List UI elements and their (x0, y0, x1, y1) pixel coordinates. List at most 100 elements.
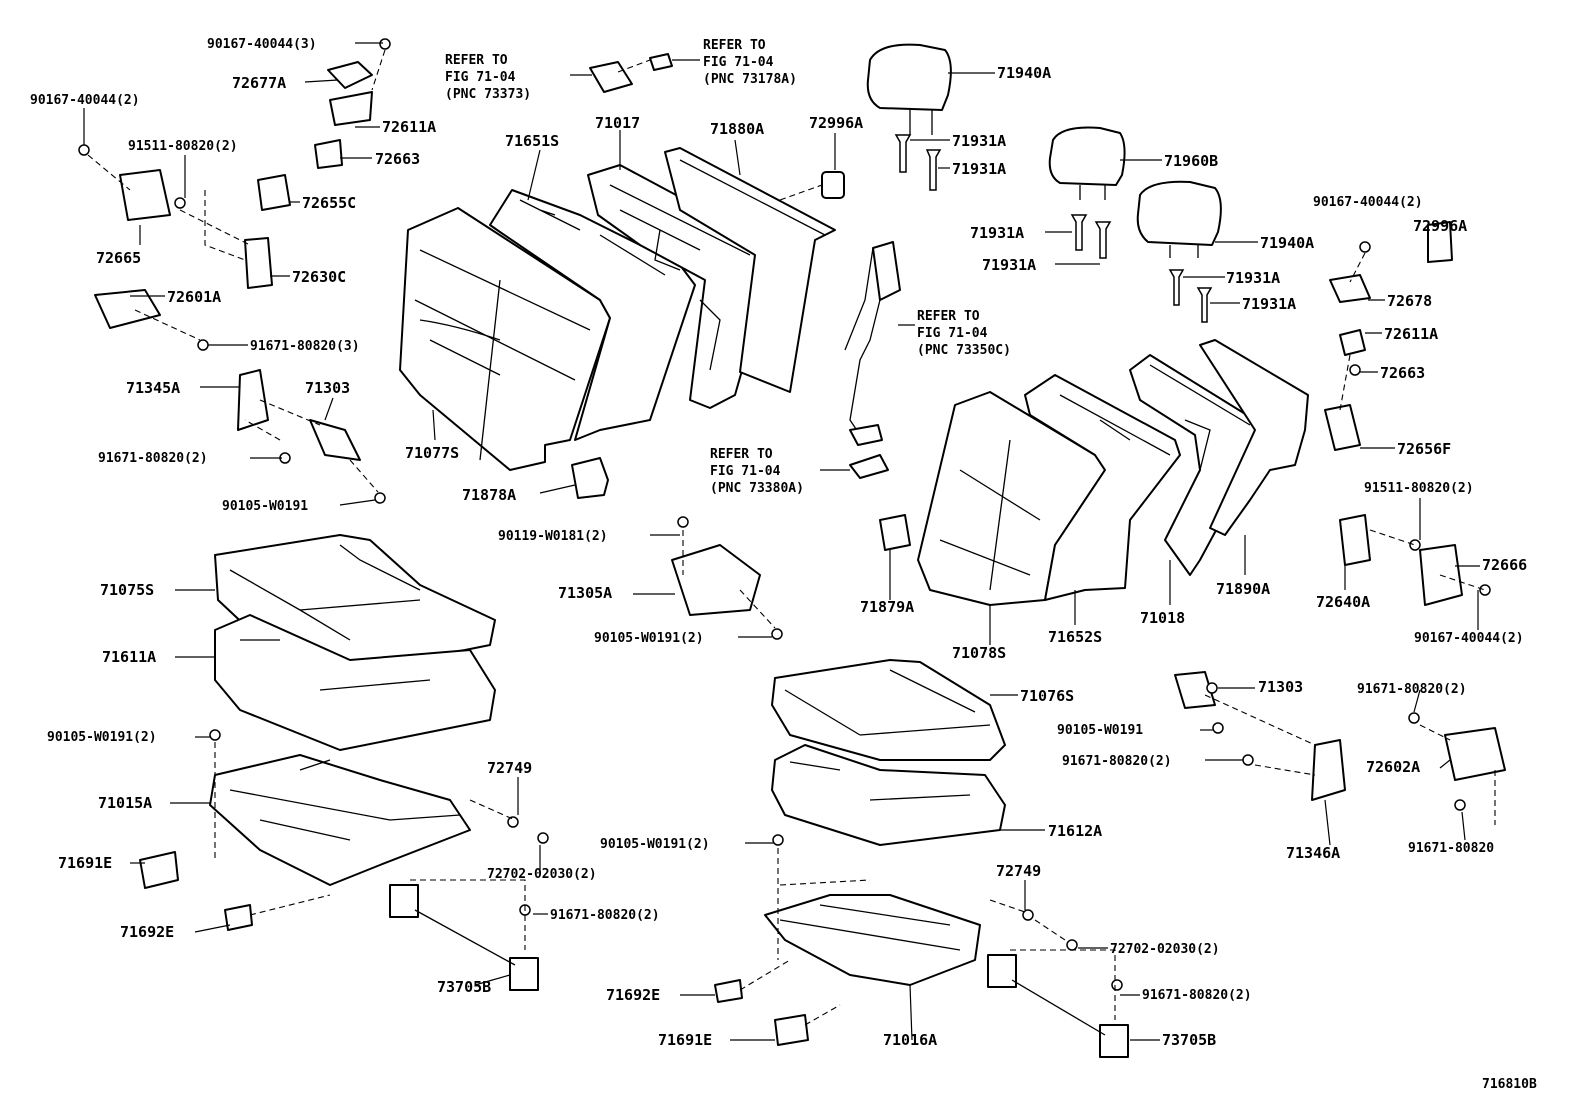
reference-line: (PNC 73373) (445, 87, 531, 102)
rod-assembly-right (987, 954, 1129, 1058)
part-label: 72630C (292, 268, 346, 286)
reference-line: FIG 71-04 (445, 70, 516, 85)
part-label: 71691E (58, 854, 112, 872)
leader-lines (83, 42, 1480, 1041)
part-label: 72996A (1413, 217, 1467, 235)
seat-belt (844, 241, 901, 479)
part-label: 91671-80820(2) (550, 908, 660, 923)
part-label: 71652S (1048, 628, 1102, 646)
part-label: 90119-W0181(2) (498, 529, 608, 544)
reference-line: REFER TO (703, 38, 766, 53)
reference-line: (PNC 73350C) (917, 343, 1011, 358)
figure-id: 716810B (1482, 1077, 1537, 1092)
part-label: 72640A (1316, 593, 1370, 611)
small-brackets (94, 53, 1506, 1046)
part-label: 91511-80820(2) (1364, 481, 1474, 496)
part-label: 71692E (606, 986, 660, 1004)
seat-cushion-pad-left (214, 614, 496, 751)
seat-cushion-frame-left (209, 754, 471, 886)
part-label: 72663 (375, 150, 420, 168)
part-label: 72996A (809, 114, 863, 132)
part-label: 91671-80820(2) (1357, 682, 1467, 697)
assembly-lines (87, 49, 1496, 1026)
reference-note-73380A: REFER TO FIG 71-04 (PNC 73380A) (710, 447, 804, 496)
part-label: 71346A (1286, 844, 1340, 862)
seat-back-frame-right (1129, 354, 1261, 576)
part-label: 71651S (505, 132, 559, 150)
reference-line: (PNC 73178A) (703, 72, 797, 87)
part-label: 71611A (102, 648, 156, 666)
part-label: 91671-80820(2) (98, 451, 208, 466)
part-label: 91671-80820 (1408, 841, 1494, 856)
part-label: 71890A (1216, 580, 1270, 598)
part-label: 73705B (1162, 1031, 1216, 1049)
part-label: 71305A (558, 584, 612, 602)
part-label: 71940A (1260, 234, 1314, 252)
part-label: 72665 (96, 249, 141, 267)
reference-line: REFER TO (445, 53, 508, 68)
part-label: 71692E (120, 923, 174, 941)
seat-back-cover-trim-right (879, 514, 911, 551)
part-label: 71960B (1164, 152, 1218, 170)
part-label: 71303 (1258, 678, 1303, 696)
part-label: 72656F (1397, 440, 1451, 458)
part-label: 72678 (1387, 292, 1432, 310)
bolts (78, 38, 1491, 991)
part-label: 71691E (658, 1031, 712, 1049)
part-label: 90105-W0191 (222, 499, 308, 514)
part-label: 71931A (952, 132, 1006, 150)
part-label: 72611A (382, 118, 436, 136)
part-label: 73705B (437, 978, 491, 996)
part-label: 90105-W0191(2) (600, 837, 710, 852)
part-label: 71880A (710, 120, 764, 138)
part-label: 72663 (1380, 364, 1425, 382)
part-label: 72666 (1482, 556, 1527, 574)
seat-back-cover-trim-left (571, 457, 609, 499)
part-label: 71931A (970, 224, 1024, 242)
part-label: 72702-02030(2) (487, 867, 597, 882)
part-label: 72702-02030(2) (1110, 942, 1220, 957)
part-label: 71612A (1048, 822, 1102, 840)
part-label: 71017 (595, 114, 640, 132)
part-label: 71303 (305, 379, 350, 397)
rod-assembly-left (389, 884, 539, 991)
part-label: 72749 (487, 759, 532, 777)
reference-note-73178A: REFER TO FIG 71-04 (PNC 73178A) (703, 38, 797, 87)
part-label: 71018 (1140, 609, 1185, 627)
part-label: 71016A (883, 1031, 937, 1049)
seat-back-pad-left (489, 189, 696, 441)
part-label: 90105-W0191(2) (594, 631, 704, 646)
part-label: 71931A (1242, 295, 1296, 313)
reference-note-73350C: REFER TO FIG 71-04 (PNC 73350C) (917, 309, 1011, 358)
reference-line: FIG 71-04 (917, 326, 988, 341)
part-label: 90167-40044(3) (207, 37, 317, 52)
headrest-71940A-right (1136, 180, 1222, 258)
part-label: 71076S (1020, 687, 1074, 705)
latch-cover-left (821, 171, 845, 199)
part-label: 72749 (996, 862, 1041, 880)
seat-cushion-frame-right (764, 894, 981, 986)
part-label: 71075S (100, 581, 154, 599)
part-label: 72602A (1366, 758, 1420, 776)
seat-back-cover-left (399, 207, 611, 471)
headrest-guides (894, 134, 1213, 323)
part-label: 90167-40044(2) (1313, 195, 1423, 210)
reference-line: (PNC 73380A) (710, 481, 804, 496)
part-label: 90105-W0191 (1057, 723, 1143, 738)
part-label: 91511-80820(2) (128, 139, 238, 154)
part-label: 71077S (405, 444, 459, 462)
reference-line: REFER TO (917, 309, 980, 324)
part-label: 71931A (952, 160, 1006, 178)
part-label: 91671-80820(2) (1062, 754, 1172, 769)
part-label: 90167-40044(2) (1414, 631, 1524, 646)
reference-note-73373: REFER TO FIG 71-04 (PNC 73373) (445, 53, 531, 102)
part-label: 91671-80820(3) (250, 339, 360, 354)
headrest-71940A-top (866, 43, 952, 135)
part-label: 71345A (126, 379, 180, 397)
back-board-left (664, 147, 836, 393)
back-board-right (1199, 339, 1309, 536)
part-label: 90105-W0191(2) (47, 730, 157, 745)
reference-line: REFER TO (710, 447, 773, 462)
part-label: 72677A (232, 74, 286, 92)
